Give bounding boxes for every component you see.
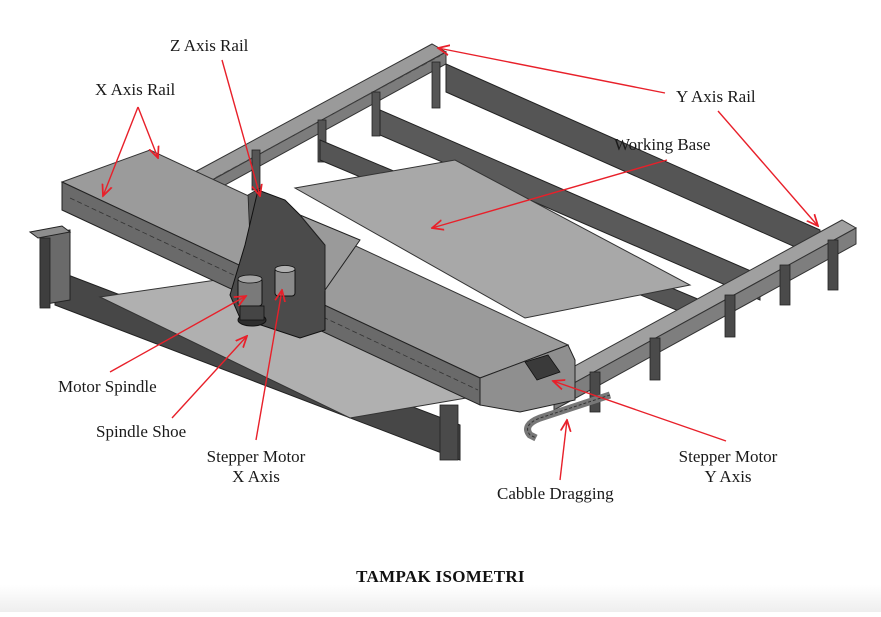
figure-caption: TAMPAK ISOMETRI bbox=[356, 567, 525, 586]
label-cable-dragging: Cabble Dragging bbox=[497, 484, 614, 503]
leader-motor-spindle bbox=[109, 296, 246, 373]
leader-y-axis-rail-a bbox=[438, 48, 666, 94]
leader-working-base bbox=[432, 159, 668, 228]
leader-stepper-motor-x bbox=[255, 290, 282, 441]
label-stepper-motor-y-line2: Y Axis bbox=[704, 467, 752, 486]
leader-x-axis-rail-b bbox=[137, 106, 158, 158]
annotation-leaders bbox=[103, 48, 818, 481]
leader-y-axis-rail-b bbox=[717, 110, 818, 226]
leader-x-axis-rail-a bbox=[103, 106, 139, 196]
leader-z-axis-rail bbox=[221, 59, 260, 196]
leader-stepper-motor-y bbox=[553, 381, 727, 442]
label-working-base: Working Base bbox=[614, 135, 711, 154]
label-stepper-motor-y: Stepper Motor Y Axis bbox=[672, 447, 784, 487]
label-stepper-motor-x-line2: X Axis bbox=[232, 467, 280, 486]
back-y-rail bbox=[179, 43, 448, 203]
label-stepper-motor-x-line1: Stepper Motor bbox=[206, 447, 306, 466]
working-base-plate bbox=[293, 159, 692, 319]
label-stepper-motor-x: Stepper Motor X Axis bbox=[200, 447, 312, 487]
front-y-rail bbox=[539, 219, 858, 413]
label-x-axis-rail: X Axis Rail bbox=[95, 80, 176, 99]
bottom-fade bbox=[0, 585, 881, 612]
cable-drag-chain bbox=[524, 391, 612, 442]
label-y-axis-rail: Y Axis Rail bbox=[676, 87, 756, 106]
leader-spindle-shoe bbox=[171, 336, 247, 419]
label-stepper-motor-y-line1: Stepper Motor bbox=[678, 447, 778, 466]
label-spindle-shoe: Spindle Shoe bbox=[96, 422, 187, 441]
label-z-axis-rail: Z Axis Rail bbox=[170, 36, 249, 55]
leader-cable-dragging bbox=[559, 420, 567, 481]
label-motor-spindle: Motor Spindle bbox=[58, 377, 157, 396]
